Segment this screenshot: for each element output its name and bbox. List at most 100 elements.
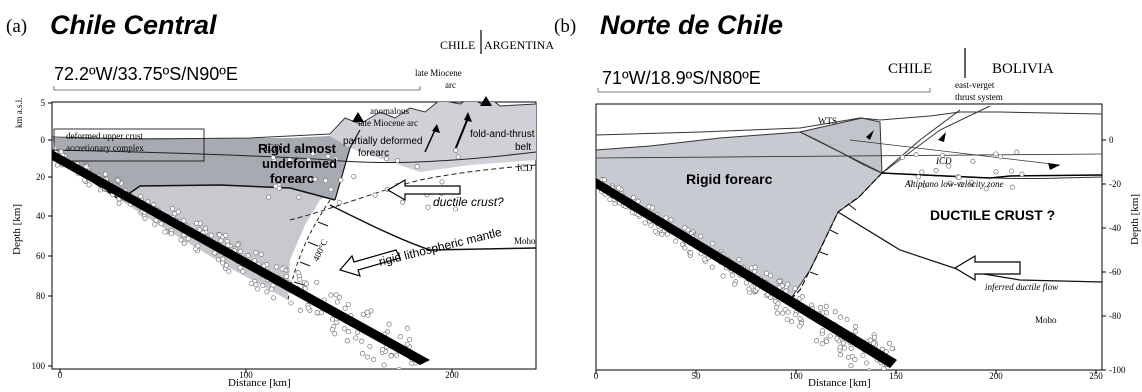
label-accretionary-complex: accretionary complex [66, 143, 144, 153]
seismic-event-a [195, 243, 201, 249]
seismic-event-a [328, 292, 334, 298]
seismic-event-b [921, 182, 927, 189]
seismic-event-b [1014, 149, 1020, 155]
seismic-event-b [1019, 171, 1025, 177]
seismic-event-a [269, 286, 275, 292]
seismic-event-b [784, 316, 790, 323]
seismic-event-a [279, 266, 285, 272]
seismic-event-b [746, 286, 752, 292]
seismic-event-b [601, 177, 607, 183]
seismic-event-b [881, 366, 887, 370]
thrust-system-line-2 [881, 109, 961, 174]
seismic-event-a [260, 282, 266, 289]
seismic-event-b [1009, 184, 1015, 190]
panel-a-country-left: CHILE [440, 38, 475, 52]
seismic-event-b [629, 209, 635, 216]
seismic-event-a [235, 242, 241, 248]
seismic-event-b [900, 154, 906, 160]
label-inferred-flow: inferred ductile flow [985, 282, 1058, 292]
seismic-event-a [367, 343, 373, 349]
seismic-event-a [439, 179, 445, 185]
panel-b-country-left: CHILE [888, 61, 932, 77]
forearc-base-b [789, 172, 883, 301]
seismic-event-b [873, 376, 877, 380]
label-fold-thrust-2: belt [515, 142, 531, 153]
seismic-event-a [344, 338, 350, 344]
label-rigid-forearc-a-2: undeformed [262, 156, 337, 171]
seismic-event-b [970, 158, 976, 164]
seismic-event-a [178, 237, 184, 243]
y-tick-label-b: -60 [1109, 267, 1121, 277]
seismic-event-a [215, 257, 221, 263]
y-tick-label-b: -100 [1109, 365, 1126, 375]
x-tick-label-a: 200 [445, 370, 459, 380]
panel-a-title: Chile Central [50, 10, 217, 40]
seismic-event-a [404, 341, 410, 347]
label-moho-b: Moho [1035, 315, 1057, 325]
seismic-event-a [297, 307, 303, 313]
seismic-event-a [338, 177, 344, 183]
panel-b-frame [595, 103, 1103, 371]
label-thrust-system-2: thrust system [955, 92, 1003, 102]
seismic-event-b [837, 344, 843, 350]
seismic-event-a [253, 282, 259, 288]
seismic-event-a [253, 250, 259, 256]
seismic-event-b [852, 329, 858, 335]
seismic-event-b [663, 215, 669, 221]
seismic-event-b [673, 238, 679, 244]
seismic-event-b [819, 328, 826, 334]
slab-a [52, 150, 430, 365]
seismic-event-a [287, 157, 293, 163]
mantle-flow-arrow-a [338, 249, 401, 277]
x-tick-label-b: 0 [594, 371, 599, 381]
seismic-event-b [848, 345, 854, 351]
seismic-event-a [270, 154, 276, 161]
label-400c: 400°C [311, 238, 330, 263]
seismic-event-a [414, 164, 420, 170]
seismic-event-a [360, 311, 366, 317]
icd-line-a [52, 149, 536, 163]
seismic-event-a [353, 335, 359, 341]
topography-line-b [596, 111, 1102, 136]
seismic-event-a [329, 162, 335, 168]
label-fold-thrust-1: fold-and-thrust [470, 129, 535, 140]
seismic-event-a [245, 253, 251, 259]
isotherm-ticks [293, 221, 329, 286]
seismic-event-a [314, 279, 320, 285]
wts-wedge [798, 117, 883, 174]
x-tick-label-b: 150 [889, 371, 903, 381]
seismic-event-a [411, 373, 415, 377]
seismic-event-b [834, 335, 840, 341]
seismic-event-a [333, 156, 339, 162]
fault-line-a [334, 129, 361, 201]
seismic-event-a [181, 240, 187, 246]
seismic-event-b [956, 174, 962, 180]
seismic-event-a [412, 378, 416, 382]
x-axis-label-b: Distance [km] [808, 377, 871, 389]
y-tick-label-b: 0 [1109, 135, 1114, 145]
seismic-event-b [997, 154, 1004, 160]
seismic-event-a [372, 192, 378, 198]
coords-bracket-b [597, 88, 931, 93]
seismic-event-b [607, 196, 613, 202]
topography-line-a [52, 102, 536, 140]
seismic-event-b [814, 338, 820, 344]
panel-b-coords: 71ºW/18.9ºS/N80ºE [602, 68, 761, 88]
seismic-event-a [276, 185, 282, 191]
seismic-event-b [682, 245, 688, 251]
seismic-event-a [404, 325, 411, 331]
label-partially-deformed-2: forearc [358, 148, 389, 159]
seismic-event-b [709, 264, 715, 270]
seismic-event-b [648, 222, 654, 228]
seismic-event-b [743, 280, 749, 286]
thrust-arrow-2 [424, 129, 436, 153]
seismic-event-a [273, 264, 279, 270]
seismic-event-a [142, 215, 148, 221]
seismic-event-a [208, 232, 214, 238]
seismic-event-a [345, 301, 352, 308]
seismic-event-a [323, 178, 329, 184]
seismic-event-a [345, 329, 351, 335]
seismic-event-a [332, 331, 338, 337]
seismic-event-b [886, 340, 892, 346]
